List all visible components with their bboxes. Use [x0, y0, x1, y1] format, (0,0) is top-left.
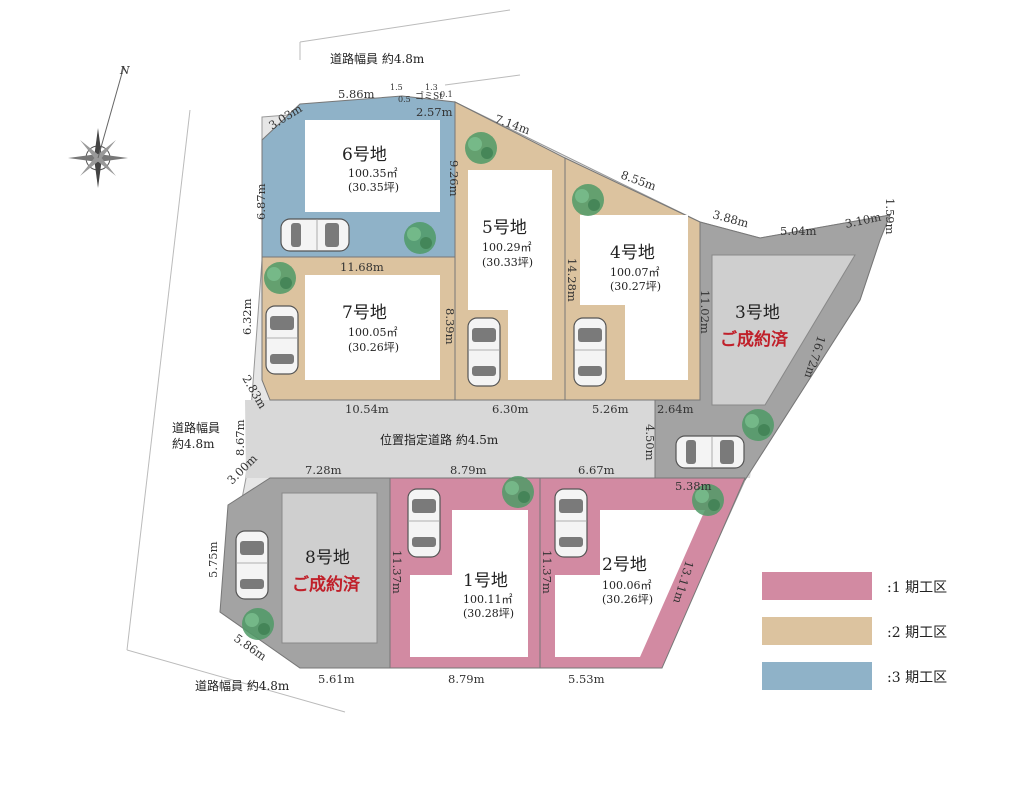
legend-label-phase3: :3 期工区: [887, 670, 947, 686]
dim-label: 2.57m: [416, 105, 453, 119]
dim-label: 9.26m: [447, 160, 461, 197]
legend-swatch-phase1: [762, 572, 872, 600]
garbage-station-label: ゴミSt: [415, 90, 443, 102]
compass-rose-icon: N: [68, 64, 130, 188]
dim-label: 11.37m: [390, 550, 404, 594]
lot1-area-m2: 100.11㎡: [463, 593, 513, 606]
lot2-name: 2号地: [602, 555, 647, 575]
dim-label: 6.87m: [254, 183, 268, 220]
dim-label: 8.79m: [450, 463, 487, 477]
road-edges: [126, 9, 521, 713]
lot5-name: 5号地: [482, 218, 527, 238]
dim-label: 6.32m: [240, 298, 254, 335]
lot8-house: [281, 492, 378, 644]
dim-label: 10.54m: [345, 402, 389, 416]
dim-label: 8.79m: [448, 672, 485, 686]
lot3-name: 3号地: [735, 303, 780, 323]
compass-north-label: N: [119, 64, 130, 77]
dim-label: 0.5: [398, 95, 411, 104]
lot5-area-m2: 100.29㎡: [482, 241, 532, 254]
road-label-left-2: 約4.8m: [172, 436, 215, 451]
dim-label: 8.67m: [233, 419, 247, 456]
dim-label: 1.5: [390, 83, 403, 92]
road-label-top: 道路幅員 約4.8m: [330, 51, 425, 66]
dim-label: 5.38m: [675, 479, 712, 493]
dim-label: 6.30m: [492, 402, 529, 416]
lot3-house: [711, 254, 856, 406]
lot1-name: 1号地: [463, 571, 508, 591]
lot2-area-tsubo: (30.26坪): [602, 593, 653, 606]
lot6-name: 6号地: [342, 145, 387, 165]
dim-label: 6.67m: [578, 463, 615, 477]
dim-label: 5.53m: [568, 672, 605, 686]
road-label-bottom: 道路幅員 約4.8m: [195, 678, 290, 693]
dim-label: 4.50m: [643, 424, 657, 461]
dim-label: 8.39m: [443, 308, 457, 345]
lot1-area-tsubo: (30.28坪): [463, 607, 514, 620]
dim-label: 2.64m: [657, 402, 694, 416]
dim-label: 5.04m: [780, 224, 817, 238]
lot4-area-m2: 100.07㎡: [610, 266, 660, 279]
lot2-area-m2: 100.06㎡: [602, 579, 652, 592]
dim-label: 7.28m: [305, 463, 342, 477]
road-label-center: 位置指定道路 約4.5m: [380, 432, 499, 447]
lot6-area-m2: 100.35㎡: [348, 167, 398, 180]
lot5-area-tsubo: (30.33坪): [482, 256, 533, 269]
dim-label: 11.68m: [340, 260, 384, 274]
dim-label: 5.75m: [206, 541, 220, 578]
lot5-house: [468, 170, 552, 380]
dim-label: 11.37m: [540, 550, 554, 594]
legend-label-phase1: :1 期工区: [887, 580, 947, 596]
lot7-name: 7号地: [342, 303, 387, 323]
legend: :1 期工区 :2 期工区 :3 期工区: [762, 572, 947, 690]
lot6-area-tsubo: (30.35坪): [348, 181, 399, 194]
dim-label: 11.02m: [698, 290, 712, 334]
dim-label: 1.59m: [883, 198, 897, 235]
dim-label: 0.1: [440, 90, 453, 99]
lot7-house: [305, 275, 440, 380]
legend-label-phase2: :2 期工区: [887, 625, 947, 641]
lot8-name: 8号地: [305, 548, 350, 568]
lot8-status: ご成約済: [292, 574, 361, 595]
dim-label: 5.86m: [338, 87, 375, 101]
lot4-house: [580, 215, 688, 380]
legend-swatch-phase3: [762, 662, 872, 690]
center-road-area: [245, 400, 760, 478]
lot7-area-m2: 100.05㎡: [348, 326, 398, 339]
lot4-area-tsubo: (30.27坪): [610, 280, 661, 293]
dim-label: 1.3: [425, 83, 438, 92]
lot4-name: 4号地: [610, 243, 655, 263]
lot7-area-tsubo: (30.26坪): [348, 341, 399, 354]
lot6-house: [305, 120, 440, 212]
legend-swatch-phase2: [762, 617, 872, 645]
lot2-house: [555, 510, 705, 657]
lot3-status: ご成約済: [720, 329, 789, 350]
lot1-house: [410, 510, 528, 657]
dim-label: 14.28m: [565, 258, 579, 302]
dim-label: 5.26m: [592, 402, 629, 416]
road-label-left-1: 道路幅員: [172, 420, 220, 435]
dim-label: 5.61m: [318, 672, 355, 686]
